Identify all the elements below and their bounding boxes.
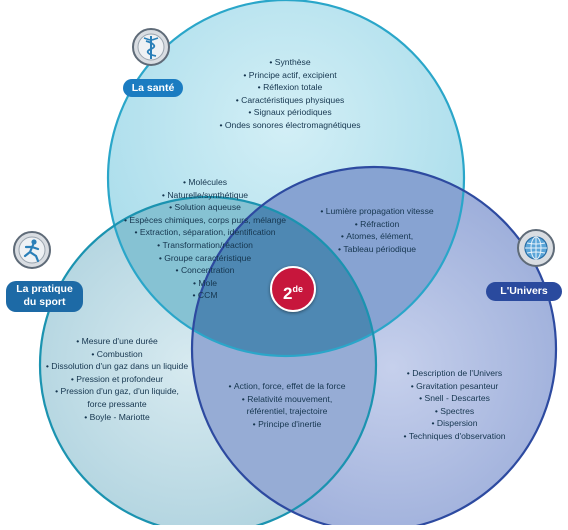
list-item: Espèces chimiques, corps purs, mélange [105, 214, 305, 227]
list-item: Molécules [105, 176, 305, 189]
list-item: Action, force, effet de la force [212, 380, 362, 393]
list-item: Spectres [382, 405, 527, 418]
list-item: Techniques d'observation [382, 430, 527, 443]
list-item: Ondes sonores électromagnétiques [190, 119, 390, 132]
label-sport-line1: La pratique [16, 283, 73, 295]
list-item: Dissolution d'un gaz dans un liquide [32, 360, 202, 373]
list-item: Solution aqueuse [105, 201, 305, 214]
list-univers-only: Description de l'Univers Gravitation pes… [382, 367, 527, 443]
label-sport-line2: du sport [23, 296, 66, 308]
list-item: Gravitation pesanteur [382, 380, 527, 393]
list-sport-only: Mesure d'une durée Combustion Dissolutio… [32, 335, 202, 423]
list-item: Snell - Descartes [382, 392, 527, 405]
globe-icon [517, 229, 555, 267]
list-sport-univers: Action, force, effet de la force Relativ… [212, 380, 362, 430]
list-item: Relativité mouvement, [212, 393, 362, 406]
list-item: Description de l'Univers [382, 367, 527, 380]
label-univers: L'Univers [486, 282, 562, 301]
list-item: Caractéristiques physiques [190, 94, 390, 107]
list-sante-univers: Lumière propagation vitesse Réfraction A… [302, 205, 452, 255]
list-item: Tableau périodique [302, 243, 452, 256]
list-item: Principe actif, excipient [190, 69, 390, 82]
list-item: Réflexion totale [190, 81, 390, 94]
list-item: Mesure d'une durée [32, 335, 202, 348]
list-sante-sport: Molécules Naturelle/synthétique Solution… [105, 176, 305, 302]
list-item: Combustion [32, 348, 202, 361]
list-item: Boyle - Mariotte [32, 411, 202, 424]
list-item: Naturelle/synthétique [105, 189, 305, 202]
list-item: Lumière propagation vitesse [302, 205, 452, 218]
list-item: référentiel, trajectoire [246, 406, 328, 417]
list-item: Transformation/réaction [105, 239, 305, 252]
list-item: force pressante [87, 398, 147, 409]
list-item: Atomes, élément, [302, 230, 452, 243]
list-item: Mole [105, 277, 305, 290]
label-sante: La santé [123, 79, 183, 97]
runner-icon [13, 231, 51, 269]
list-item: Groupe caractéristique [105, 252, 305, 265]
list-item: Pression d'un gaz, d'un liquide, [32, 385, 202, 398]
list-item: Synthèse [190, 56, 390, 69]
list-item: CCM [105, 289, 305, 302]
list-item: Signaux périodiques [190, 106, 390, 119]
list-item: Extraction, séparation, identification [105, 226, 305, 239]
list-item: Réfraction [302, 218, 452, 231]
label-sport: La pratique du sport [6, 281, 83, 312]
caduceus-icon [132, 28, 170, 66]
list-item: Pression et profondeur [32, 373, 202, 386]
list-item: Concentration [105, 264, 305, 277]
list-sante-only: Synthèse Principe actif, excipient Réfle… [190, 56, 390, 132]
list-item: Dispersion [382, 417, 527, 430]
list-item: Principe d'inertie [212, 418, 362, 431]
